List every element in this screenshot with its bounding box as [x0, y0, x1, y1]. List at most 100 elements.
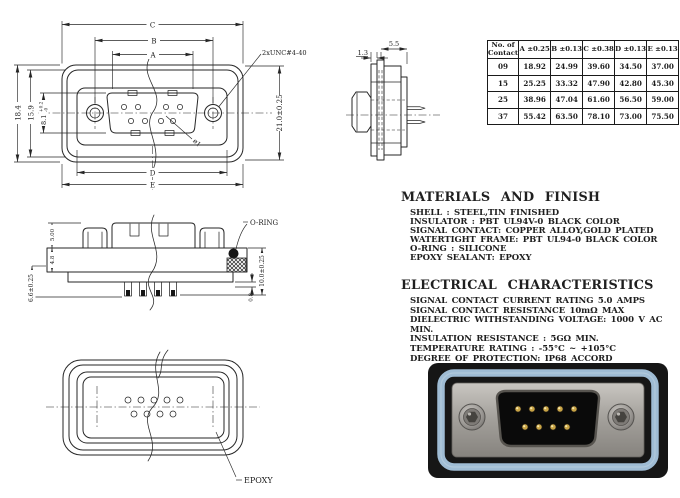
dim-label-18-4: 18.4 — [14, 105, 22, 121]
dim-label-4-8: 4.8 — [50, 255, 56, 264]
col-header-c: C ±0.38 — [582, 40, 616, 59]
side-view: 5.5 1.3 — [346, 40, 440, 161]
table-row: 37 55.42 63.50 78.10 73.00 75.50 — [486, 107, 680, 125]
dim-washer: 1.3 — [356, 49, 388, 62]
cell: 73.00 — [614, 107, 648, 125]
materials-title: MATERIALS AND FINISH — [401, 190, 601, 205]
dim-5-00: 5.00 — [48, 222, 81, 248]
dim-label-1-3: 1.3 — [358, 49, 368, 57]
materials-item-shell: SHELL : STEEL,TIN FINISHED — [410, 208, 560, 218]
cell: 78.10 — [582, 107, 616, 125]
flange-plate — [376, 59, 385, 161]
materials-item-frame: WATERTIGHT FRAME: PBT UL94-0 BLACK COLOR — [410, 234, 658, 245]
materials-item-epoxy: EPOXY SEALANT: EPOXY — [410, 252, 532, 263]
dim-label-8-1: 8.1 — [40, 115, 48, 125]
screw-note: 2xUNC#4-40 — [218, 49, 307, 107]
materials-item-insulator: INSULATOR : PBT UL94V-0 BLACK COLOR — [410, 216, 620, 227]
materials-item-oring: O-RING : SILICONE — [410, 243, 507, 254]
center-block — [111, 222, 196, 249]
dsub-trapezoid — [106, 92, 199, 134]
cell: 38.96 — [518, 91, 552, 109]
dim-height-outer: 18.4 — [13, 64, 60, 163]
cell: 37 — [486, 107, 520, 125]
product-photo — [428, 363, 668, 478]
electrical-item-current: SIGNAL CONTACT CURRENT RATING 5.0 AMPS — [410, 296, 645, 306]
front-pin-field — [121, 104, 183, 124]
cell: 33.32 — [550, 74, 584, 92]
col-header-a: A ±0.25 — [518, 40, 552, 59]
break-line — [157, 349, 169, 379]
break-line — [147, 351, 161, 462]
photo-pin-field — [514, 405, 578, 431]
dim-label-6-6: 6.6±0.25 — [28, 274, 35, 302]
dim-label-5-5: 5.5 — [389, 40, 399, 48]
photo-screw-left — [458, 403, 486, 431]
cell: 56.50 — [614, 91, 648, 109]
col-header-d: D ±0.13 — [614, 40, 648, 59]
electrical-title: ELECTRICAL CHARACTERISTICS — [401, 278, 654, 293]
dim-label-21-0: 21.0±0.25 — [276, 94, 284, 131]
cell: 55.42 — [518, 107, 552, 125]
solder-pin — [406, 106, 426, 110]
cell: 15 — [486, 74, 520, 92]
cell: 24.99 — [550, 58, 584, 76]
pin-dia-note: ø1 — [165, 115, 203, 149]
screw-boss-right — [199, 227, 225, 249]
cell: 34.50 — [614, 58, 648, 76]
screw-boss-left — [82, 227, 108, 249]
electrical-section: ELECTRICAL CHARACTERISTICS SIGNAL CONTAC… — [401, 278, 680, 364]
rear-view: EPOXY — [46, 349, 273, 485]
cell: 37.00 — [646, 58, 680, 76]
dim-label-8-1-tol-lower: -0 — [45, 108, 50, 112]
table-row: 25 38.96 47.04 61.60 56.50 59.00 — [486, 91, 680, 109]
dim-0-8: 0.8 — [235, 273, 256, 302]
dimension-table: No. of Contact A ±0.25 B ±0.13 C ±0.38 D… — [486, 40, 680, 125]
flange-band — [46, 247, 248, 273]
col-header-contacts: No. of Contact — [486, 40, 520, 59]
cell: 59.00 — [646, 91, 680, 109]
dim-b: B — [94, 36, 214, 103]
dim-label-e: E — [150, 181, 155, 189]
dim-label-8-1-tol-upper: +0.2 — [40, 101, 45, 112]
pin-dia-label: ø1 — [191, 137, 202, 148]
cell: 25 — [486, 91, 520, 109]
electrical-item-protection: DEGREE OF PROTECTION: IP68 ACCORD — [410, 353, 613, 364]
seal-washer — [370, 63, 378, 157]
dim-a: A — [112, 50, 194, 89]
electrical-item-temperature: TEMPERATURE RATING : -55°C ~ +105°C — [410, 343, 616, 354]
coupling-nut — [351, 91, 372, 133]
table-row: 09 18.92 24.99 39.60 34.50 37.00 — [486, 58, 680, 76]
rear-insulator — [383, 65, 402, 156]
section-pins — [124, 281, 177, 297]
materials-item-contact: SIGNAL CONTACT: COPPER ALLOY,GOLD PLATED — [410, 225, 654, 236]
dim-body-depth: 5.5 — [380, 40, 408, 64]
cell: 47.90 — [582, 74, 616, 92]
col-header-b: B ±0.13 — [550, 40, 584, 59]
dim-height-mid: 15.9 — [26, 69, 66, 158]
cell: 63.50 — [550, 107, 584, 125]
screw-note-label: 2xUNC#4-40 — [262, 49, 307, 57]
watertight-frame-hatch — [226, 257, 247, 273]
rear-step — [400, 76, 408, 148]
dim-label-10-0: 10.0±0.25 — [259, 255, 266, 287]
dim-height-right: 21.0±0.25 — [245, 65, 284, 161]
cell: 25.25 — [518, 74, 552, 92]
table-row: 15 25.25 33.32 47.90 42.80 45.30 — [486, 74, 680, 92]
oring-label: O-RING — [250, 219, 279, 227]
electrical-item-resistance: SIGNAL CONTACT RESISTANCE 10mΩ MAX — [410, 305, 625, 316]
dim-e: E — [61, 164, 244, 189]
solder-pin — [406, 120, 426, 124]
cell: 75.50 — [646, 107, 680, 125]
cell: 09 — [486, 58, 520, 76]
col-header-e: E ±0.13 — [646, 40, 680, 59]
lower-band — [67, 271, 234, 283]
dim-label-15-9: 15.9 — [27, 105, 35, 121]
electrical-item-insulation: INSULATION RESISTANCE : 5GΩ MIN. — [410, 334, 599, 345]
oring-callout: O-RING — [235, 219, 279, 250]
cell: 47.04 — [550, 91, 584, 109]
cell: 45.30 — [646, 74, 680, 92]
materials-section: MATERIALS AND FINISH SHELL : STEEL,TIN F… — [401, 190, 680, 262]
cell: 61.60 — [582, 91, 616, 109]
cell: 39.60 — [582, 58, 616, 76]
